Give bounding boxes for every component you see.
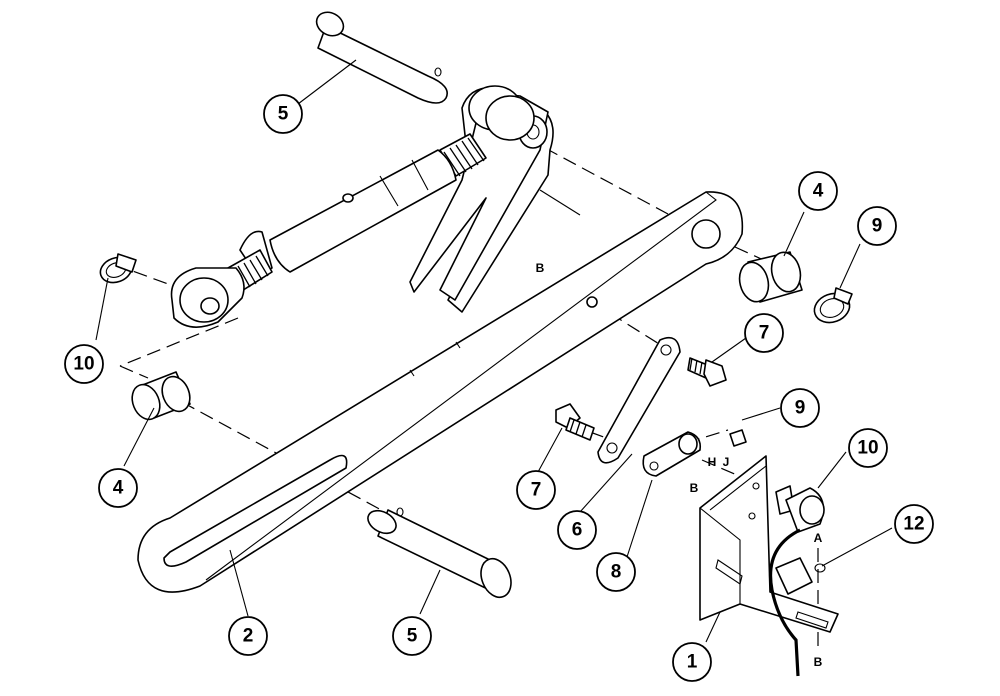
bushing-left [131, 371, 191, 421]
ref-a-bracket: A [814, 531, 823, 545]
pin-top [315, 11, 448, 104]
main-bar [137, 191, 744, 593]
reference-letters: B H J B A B [536, 261, 823, 669]
svg-text:8: 8 [611, 562, 622, 583]
callout-4-top: 4 [798, 171, 838, 211]
callout-9: 9 [780, 388, 820, 428]
bolt-right [687, 357, 727, 387]
bolt-left [555, 403, 595, 441]
callout-1: 1 [672, 642, 712, 682]
callout-7-right: 7 [744, 313, 784, 353]
svg-text:6: 6 [572, 520, 583, 541]
svg-text:4: 4 [813, 181, 824, 202]
ref-b-plate: B [690, 481, 699, 495]
svg-text:7: 7 [531, 480, 542, 501]
callout-12: 12 [894, 504, 934, 544]
ref-b-bracket: B [814, 655, 823, 669]
ring-right [813, 287, 853, 324]
top-link-assembly [170, 85, 581, 328]
callout-9-label: 9 [795, 398, 806, 419]
svg-text:5: 5 [278, 104, 289, 125]
callout-6: 6 [557, 510, 597, 550]
switch [775, 485, 825, 533]
callout-7-left: 7 [516, 470, 556, 510]
callout-5-bottom: 5 [392, 616, 432, 656]
ring-left [99, 253, 137, 284]
svg-text:12: 12 [903, 514, 924, 535]
callout-11-left: 10 [64, 344, 104, 384]
wire-clip [769, 528, 826, 677]
callout-5-top: 5 [263, 94, 303, 134]
svg-text:2: 2 [243, 626, 254, 647]
ref-h: H [708, 455, 717, 469]
callout-10-label: 10 [857, 438, 878, 459]
leader-lines [95, 59, 893, 643]
callout-4-left: 4 [98, 468, 138, 508]
link-plate [597, 336, 681, 464]
switch-plate [642, 431, 702, 477]
svg-text:10: 10 [73, 354, 94, 375]
svg-text:1: 1 [687, 652, 698, 673]
small-pin [729, 429, 747, 447]
svg-text:9: 9 [872, 216, 883, 237]
callouts: 5 4 9 10 4 7 [64, 94, 934, 682]
ref-b-bar: B [536, 261, 545, 275]
callout-11-right: 9 [857, 206, 897, 246]
callout-2: 2 [228, 616, 268, 656]
bushing-right [738, 251, 803, 303]
callout-10: 10 [848, 428, 888, 468]
svg-text:5: 5 [407, 626, 418, 647]
pin-bottom [367, 507, 512, 599]
svg-text:7: 7 [759, 323, 770, 344]
svg-text:4: 4 [113, 478, 124, 499]
callout-8: 8 [596, 552, 636, 592]
ref-j: J [723, 455, 730, 469]
bracket [699, 455, 839, 633]
